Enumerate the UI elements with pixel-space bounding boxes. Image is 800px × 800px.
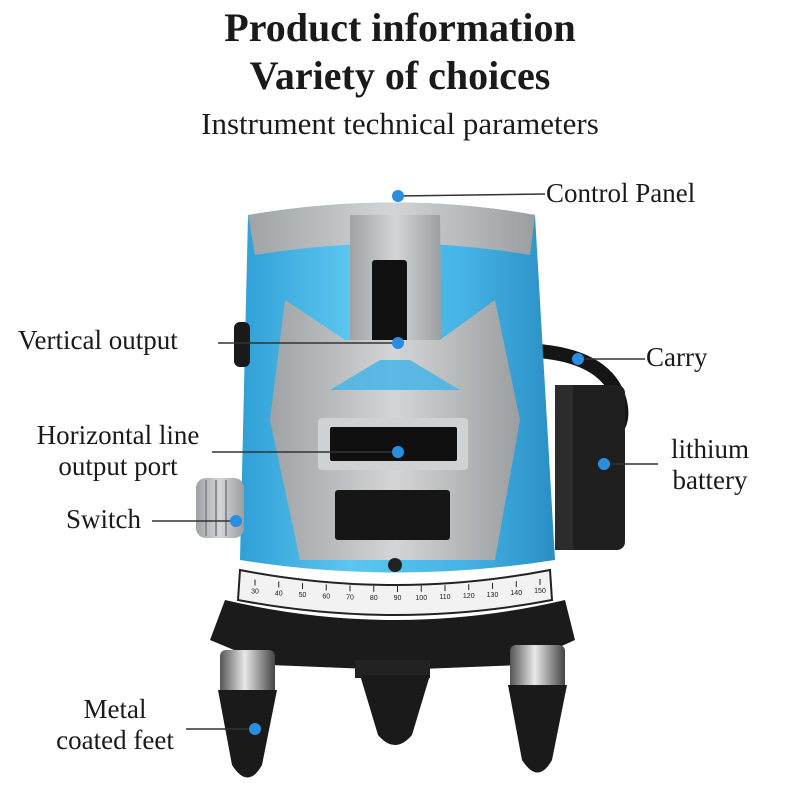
callout-switch: Switch: [66, 504, 142, 534]
scale-tick-label: 50: [299, 592, 307, 599]
callout-horizontal-line: Horizontal line output port: [28, 420, 208, 482]
scale-tick-label: 100: [415, 595, 427, 602]
callout-metal-feet-2: coated feet: [56, 725, 174, 755]
vertical-output-window: [372, 260, 407, 355]
blue-dot-icon: [572, 353, 584, 365]
panel-inset: [330, 360, 460, 390]
callout-vertical-output: Vertical output: [18, 325, 178, 355]
page-title-secondary: Variety of choices: [249, 53, 551, 98]
page-subtitle: Instrument technical parameters: [201, 106, 599, 141]
base-hub: [355, 660, 430, 678]
scale-ticks: 30 40 50 60 70 80 90 100 110 120 130 140 150: [251, 578, 546, 602]
scale-tick-label: 40: [275, 591, 283, 598]
callout-carry: Carry: [646, 342, 708, 372]
battery-edge: [555, 385, 573, 550]
scale-tick-label: 60: [322, 593, 330, 600]
callout-metal-feet-1: Metal: [83, 694, 147, 724]
angle-scale-ring: [236, 568, 554, 616]
callout-lithium-battery-1: lithium: [670, 434, 749, 464]
scale-tick-label: 130: [487, 592, 499, 599]
callout-metal-feet: Metal coated feet: [40, 694, 190, 756]
blue-dot-icon: [392, 446, 404, 458]
switch-knob: [196, 478, 244, 538]
screw: [388, 558, 402, 572]
scale-tick-label: 30: [251, 588, 259, 595]
callout-control-panel: Control Panel: [546, 178, 696, 208]
scale-tick-label: 70: [346, 594, 354, 601]
base: [210, 600, 575, 670]
scale-tick-label: 150: [534, 588, 546, 595]
blue-dot-icon: [392, 337, 404, 349]
scale-tick-label: 120: [463, 593, 475, 600]
callout-horizontal-line-1: Horizontal line: [36, 420, 200, 450]
blue-dot-icon: [598, 458, 610, 470]
scale-tick-label: 110: [439, 594, 450, 601]
page-title: Product information: [224, 5, 576, 50]
side-lug: [234, 322, 250, 367]
display-window: [335, 490, 450, 540]
callout-lithium-battery: lithium battery: [655, 434, 765, 496]
leveling-foot-left: [218, 650, 277, 778]
callout-markers: [230, 190, 610, 735]
leveling-foot-center: [360, 675, 430, 745]
blue-dot-icon: [249, 723, 261, 735]
callout-lines: [152, 193, 658, 730]
scale-tick-label: 90: [394, 595, 402, 602]
leveling-foot-right: [508, 645, 567, 773]
scale-tick-label: 140: [510, 590, 522, 597]
blue-dot-icon: [392, 190, 404, 202]
callout-horizontal-line-2: output port: [58, 451, 178, 481]
blue-dot-icon: [230, 515, 242, 527]
scale-tick-label: 80: [370, 595, 378, 602]
callout-lithium-battery-2: battery: [672, 465, 748, 495]
